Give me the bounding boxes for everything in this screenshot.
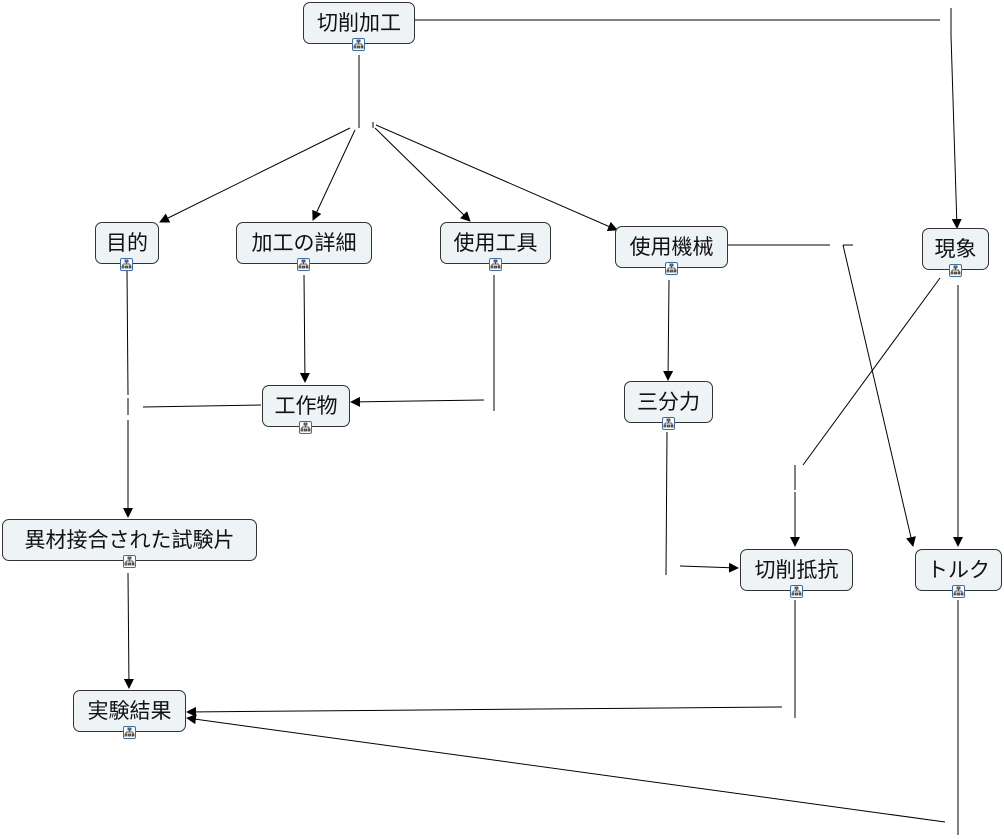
node-torque[interactable]: トルク [915,549,1002,598]
submap-icon[interactable] [789,585,803,598]
node-purpose[interactable]: 目的 [95,222,159,271]
submap-icon[interactable] [948,264,962,277]
node-label: 使用工具 [453,231,538,255]
node-tool[interactable]: 使用工具 [440,222,551,271]
submap-icon[interactable] [299,421,312,434]
submap-icon[interactable] [352,38,365,51]
node-label: 使用機械 [629,235,714,259]
node-workpiece[interactable]: 工作物 [262,385,350,434]
submap-icon[interactable] [951,585,965,598]
submap-icon[interactable] [488,258,502,271]
node-results[interactable]: 実験結果 [73,690,186,739]
node-label: 切削抵抗 [754,558,839,582]
node-label: 三分力 [637,390,700,414]
node-label: 異材接合された試験片 [24,528,235,552]
submap-icon[interactable] [297,258,310,271]
node-cutting[interactable]: 切削加工 [303,2,415,51]
node-label: 実験結果 [87,699,172,723]
node-resistance[interactable]: 切削抵抗 [740,549,853,598]
node-label: 現象 [934,237,977,261]
node-three-force[interactable]: 三分力 [624,381,713,430]
node-label: 目的 [106,231,148,255]
submap-icon[interactable] [122,555,136,568]
node-phenomenon[interactable]: 現象 [922,228,989,277]
node-label: トルク [927,558,990,582]
node-details[interactable]: 加工の詳細 [236,222,372,271]
submap-icon[interactable] [120,258,133,271]
node-label: 工作物 [274,394,338,418]
submap-icon[interactable] [664,262,678,275]
node-specimen[interactable]: 異材接合された試験片 [2,519,257,568]
node-label: 加工の詳細 [251,231,357,255]
submap-icon[interactable] [661,417,675,430]
submap-icon[interactable] [122,726,136,739]
node-label: 切削加工 [317,11,401,35]
node-machine[interactable]: 使用機械 [615,226,728,275]
